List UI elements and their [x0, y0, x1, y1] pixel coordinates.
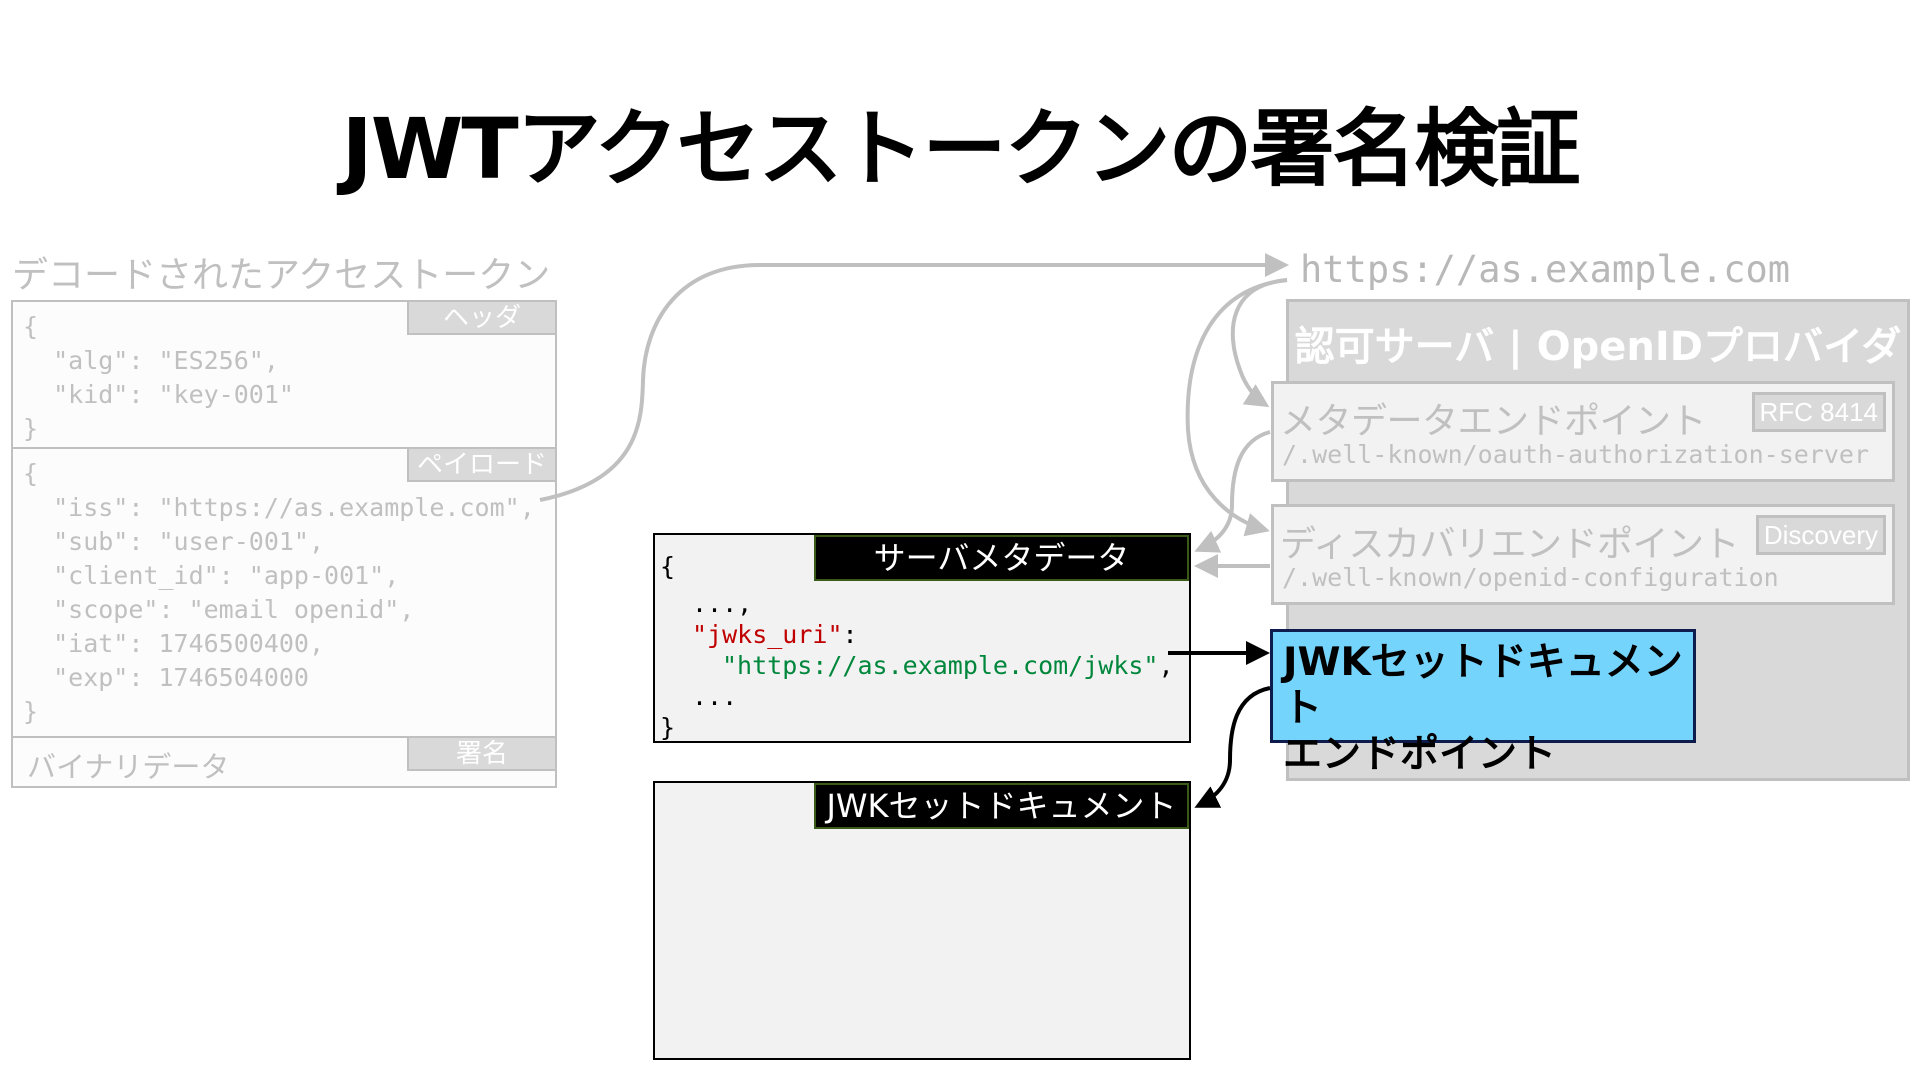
decoded-token-heading: デコードされたアクセストークン	[12, 255, 551, 296]
payload-tag: ペイロード	[407, 449, 555, 482]
discovery-endpoint-box: ディスカバリエンドポイント Discovery /.well-known/ope…	[1271, 504, 1895, 605]
jwks-uri-key: "jwks_uri"	[692, 620, 843, 649]
authorization-server-title: 認可サーバ | OpenIDプロバイダ	[1294, 324, 1902, 370]
code-close: }	[660, 713, 676, 742]
token-header-section: ヘッダ { "alg": "ES256", "kid": "key-001"}	[11, 300, 557, 449]
code-line: "sub": "user-001",	[23, 527, 325, 556]
jwks-uri-value: "https://as.example.com/jwks"	[722, 651, 1159, 680]
signature-text: バイナリデータ	[27, 750, 230, 784]
code-line: }	[23, 414, 39, 443]
signature-tag: 署名	[407, 738, 555, 771]
code-line: "exp": 1746504000	[23, 663, 309, 692]
header-code: { "alg": "ES256", "kid": "key-001"}	[23, 310, 294, 446]
jwks-endpoint-line1: JWKセットドキュメント	[1283, 640, 1683, 731]
jwks-endpoint-line2: エンドポイント	[1283, 732, 1557, 777]
metadata-endpoint-box: メタデータエンドポイント RFC 8414 /.well-known/oauth…	[1271, 381, 1895, 482]
issuer-url: https://as.example.com	[1300, 248, 1791, 291]
code-line: "scope": "email openid",	[23, 595, 415, 624]
code-colon: :	[842, 620, 858, 649]
code-comma: ,	[1158, 651, 1174, 680]
code-line: {	[23, 459, 39, 488]
header-tag: ヘッダ	[407, 302, 555, 335]
payload-code: { "iss": "https://as.example.com", "sub"…	[23, 457, 535, 729]
code-ellipsis: ...,	[692, 589, 753, 618]
code-line: "alg": "ES256",	[23, 346, 279, 375]
metadata-endpoint-path: /.well-known/oauth-authorization-server	[1282, 440, 1869, 469]
token-signature-section: 署名 バイナリデータ	[11, 736, 557, 788]
arrow-url-to-discovery	[1185, 278, 1288, 537]
code-ellipsis: ...	[692, 682, 738, 711]
code-line: {	[23, 312, 39, 341]
rfc-badge: RFC 8414	[1751, 392, 1886, 432]
arrow-iss-to-url	[539, 253, 1289, 502]
page-title: JWTアクセストークンの署名検証	[341, 100, 1580, 198]
jwk-set-label: JWKセットドキュメント	[814, 783, 1189, 829]
server-metadata-box: サーバメタデータ {...,"jwks_uri":"https://as.exa…	[653, 533, 1191, 743]
discovery-endpoint-name: ディスカバリエンドポイント	[1280, 524, 1739, 565]
jwk-set-document-box: JWKセットドキュメント	[653, 781, 1191, 1060]
code-line: "kid": "key-001"	[23, 380, 294, 409]
discovery-endpoint-path: /.well-known/openid-configuration	[1282, 563, 1779, 592]
code-line: "client_id": "app-001",	[23, 561, 400, 590]
arrow-url-to-metadata	[1230, 278, 1288, 408]
server-metadata-label: サーバメタデータ	[814, 535, 1189, 581]
server-metadata-code: {...,"jwks_uri":"https://as.example.com/…	[660, 551, 1174, 743]
metadata-endpoint-name: メタデータエンドポイント	[1280, 401, 1707, 442]
code-line: "iss": "https://as.example.com",	[23, 493, 535, 522]
arrow-endpoint-to-jwk-set	[1194, 686, 1271, 808]
jwks-endpoint-box: JWKセットドキュメント エンドポイント	[1270, 629, 1696, 777]
arrow-metadata-to-server-metadata	[1194, 430, 1271, 553]
code-open: {	[660, 552, 676, 581]
discovery-badge: Discovery	[1755, 515, 1886, 555]
token-payload-section: ペイロード { "iss": "https://as.example.com",…	[11, 447, 557, 738]
code-line: "iat": 1746500400,	[23, 629, 325, 658]
code-line: }	[23, 697, 39, 726]
